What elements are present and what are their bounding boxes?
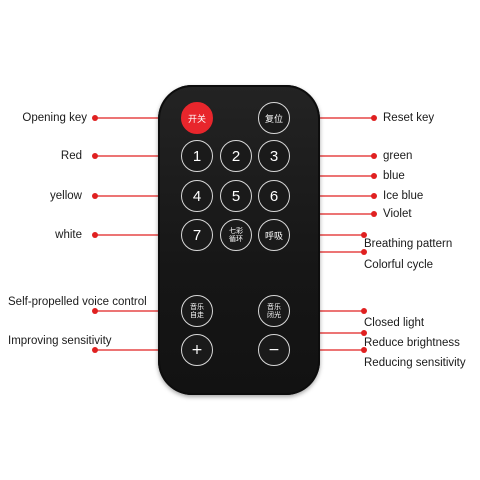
button-7-label: 7 bbox=[192, 226, 202, 244]
colorful-cycle-button-label: 七彩循环 bbox=[229, 227, 243, 243]
button-4[interactable]: 4 bbox=[181, 180, 213, 212]
reset-button[interactable]: 复位 bbox=[258, 102, 290, 134]
dot-breathing-pattern bbox=[361, 232, 367, 238]
dot-ice-blue bbox=[371, 193, 377, 199]
label-yellow: yellow bbox=[50, 190, 82, 202]
music-off-light-button[interactable]: 音乐闭光 bbox=[258, 295, 290, 327]
label-breathing-pattern: Breathing pattern bbox=[364, 238, 453, 250]
label-reset-key: Reset key bbox=[383, 112, 435, 124]
label-closed-light: Closed light bbox=[364, 317, 425, 329]
dot-red bbox=[92, 153, 98, 159]
dot-reset-key bbox=[371, 115, 377, 121]
button-5[interactable]: 5 bbox=[220, 180, 252, 212]
button-2-label: 2 bbox=[231, 147, 241, 165]
label-ice-blue: Ice blue bbox=[383, 190, 424, 202]
power-button[interactable]: 开关 bbox=[181, 102, 213, 134]
label-reduce-brightness: Reduce brightness bbox=[364, 337, 460, 349]
dot-blue bbox=[371, 173, 377, 179]
button-5-label: 5 bbox=[231, 187, 241, 205]
button-1[interactable]: 1 bbox=[181, 140, 213, 172]
dot-yellow bbox=[92, 193, 98, 199]
plus-button-label: + bbox=[191, 342, 203, 358]
button-3-label: 3 bbox=[269, 147, 279, 165]
label-colorful-cycle: Colorful cycle bbox=[364, 259, 434, 271]
dot-self-propelled bbox=[92, 308, 98, 314]
dot-violet bbox=[371, 211, 377, 217]
label-blue: blue bbox=[383, 170, 405, 182]
plus-button[interactable]: + bbox=[181, 334, 213, 366]
label-self-propelled: Self-propelled voice control bbox=[8, 296, 147, 308]
dot-reduce-brightness bbox=[361, 330, 367, 336]
dot-improving-sensitivity bbox=[92, 347, 98, 353]
label-white: white bbox=[55, 229, 82, 241]
minus-button[interactable]: − bbox=[258, 334, 290, 366]
dot-white bbox=[92, 232, 98, 238]
minus-button-label: − bbox=[268, 342, 280, 358]
breathing-button-label: 呼吸 bbox=[264, 231, 283, 242]
button-6[interactable]: 6 bbox=[258, 180, 290, 212]
dot-reducing-sensitivity bbox=[361, 347, 367, 353]
dot-green bbox=[371, 153, 377, 159]
label-opening-key: Opening key bbox=[22, 112, 87, 124]
breathing-button[interactable]: 呼吸 bbox=[258, 219, 290, 251]
button-4-label: 4 bbox=[192, 187, 202, 205]
label-red: Red bbox=[60, 150, 82, 162]
music-self-propelled-button-label: 音乐自走 bbox=[190, 303, 204, 319]
dot-colorful-cycle bbox=[361, 249, 367, 255]
dot-opening-key bbox=[92, 115, 98, 121]
button-1-label: 1 bbox=[192, 147, 202, 165]
music-off-light-button-label: 音乐闭光 bbox=[267, 303, 281, 319]
button-2[interactable]: 2 bbox=[220, 140, 252, 172]
dot-closed-light bbox=[361, 308, 367, 314]
label-violet: Violet bbox=[383, 208, 412, 220]
power-button-label: 开关 bbox=[187, 114, 206, 125]
button-7[interactable]: 7 bbox=[181, 219, 213, 251]
label-reducing-sensitivity: Reducing sensitivity bbox=[364, 357, 466, 369]
label-green: green bbox=[383, 150, 413, 162]
reset-button-label: 复位 bbox=[264, 114, 283, 125]
button-6-label: 6 bbox=[269, 187, 279, 205]
colorful-cycle-button[interactable]: 七彩循环 bbox=[220, 219, 252, 251]
label-improving-sensitivity: Improving sensitivity bbox=[8, 335, 112, 347]
music-self-propelled-button[interactable]: 音乐自走 bbox=[181, 295, 213, 327]
button-3[interactable]: 3 bbox=[258, 140, 290, 172]
